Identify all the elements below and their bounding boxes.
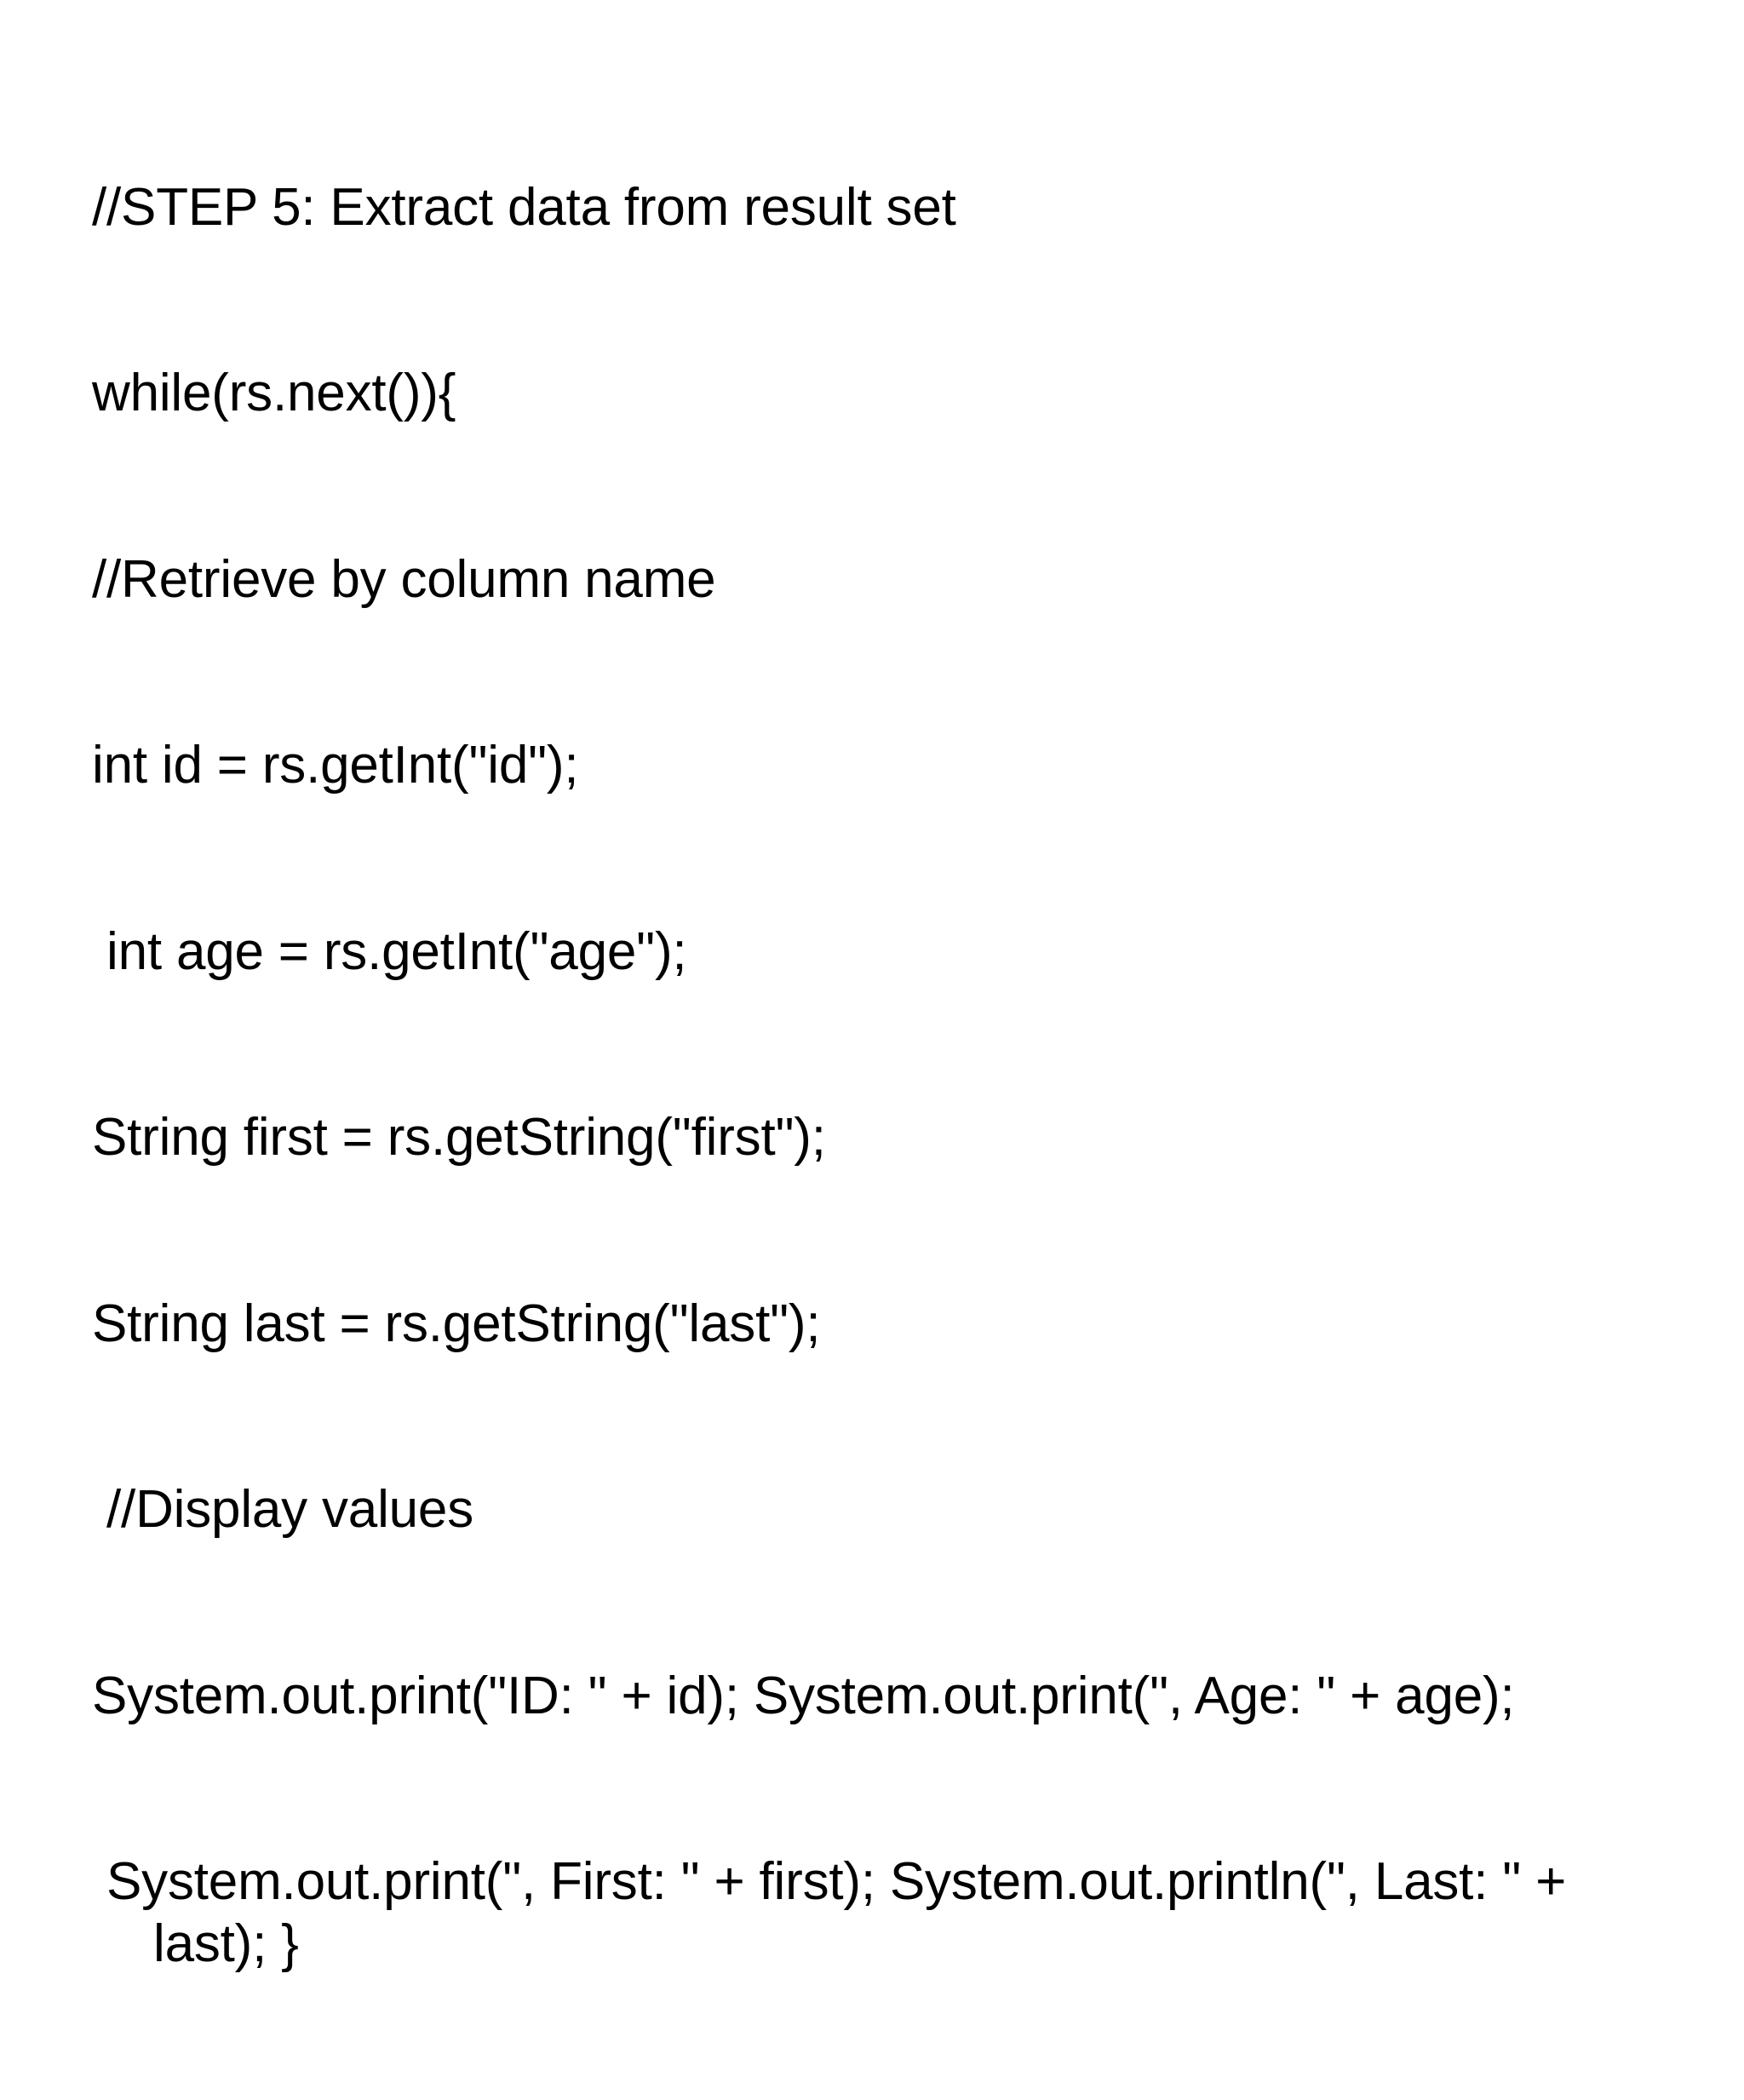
code-line: String last = rs.getString("last");	[92, 1294, 821, 1353]
code-line: System.out.print(", First: " + first); S…	[92, 1852, 1581, 1974]
code-text-body: //STEP 5: Extract data from result set w…	[92, 53, 1676, 2100]
code-line: //Retrieve by column name	[92, 549, 716, 609]
code-line: System.out.print("ID: " + id); System.ou…	[92, 1666, 1515, 1725]
code-line: //STEP 5: Extract data from result set	[92, 177, 956, 237]
code-line: int age = rs.getInt("age");	[92, 921, 687, 981]
slide-canvas: //STEP 5: Extract data from result set w…	[92, 177, 1567, 1974]
code-line: int id = rs.getInt("id");	[92, 736, 579, 795]
code-line: while(rs.next()){	[92, 364, 456, 423]
code-line: String first = rs.getString("first");	[92, 1108, 826, 1168]
code-line: //Display values	[92, 1480, 474, 1540]
